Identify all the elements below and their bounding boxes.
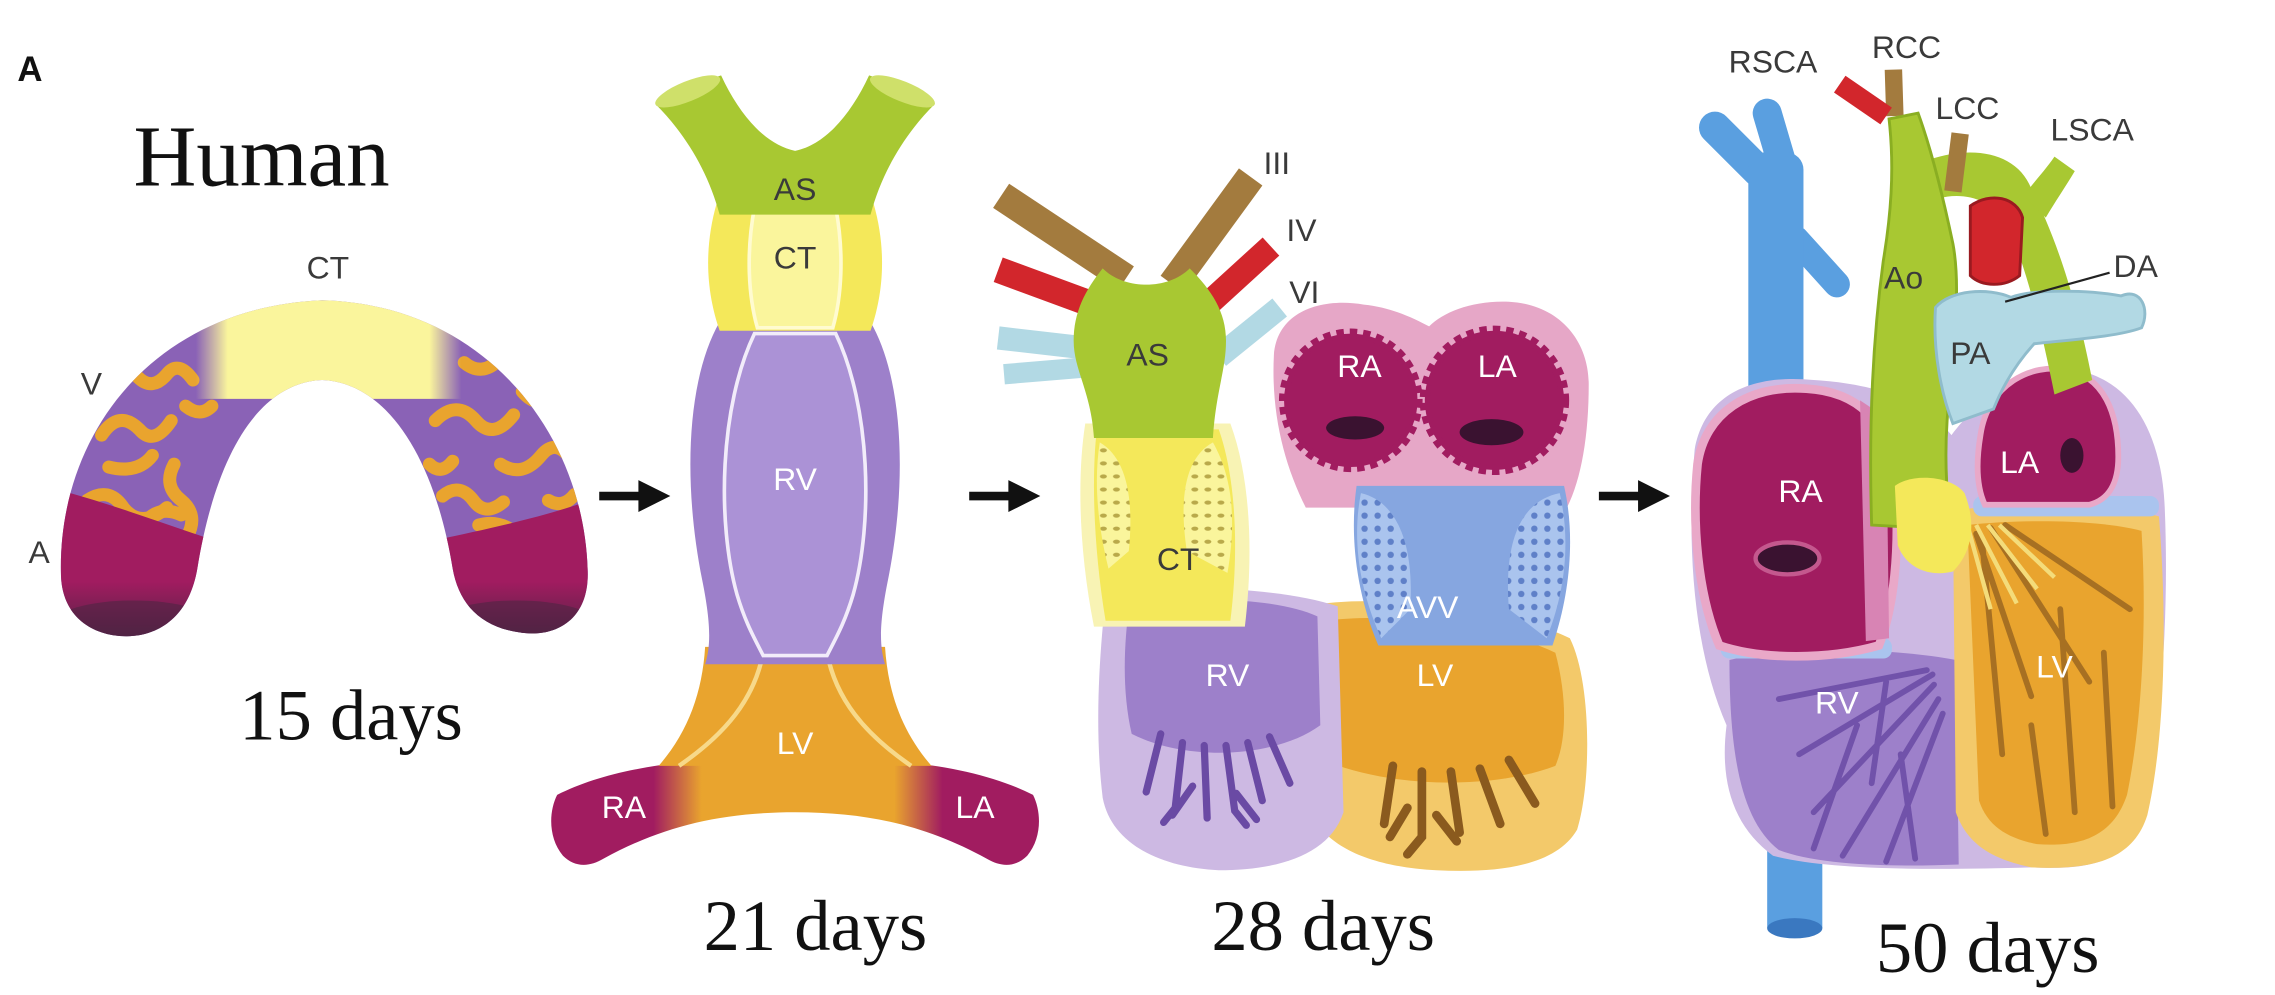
aortic-sac-right-opening (869, 75, 935, 108)
left-common-carotid (1944, 132, 1969, 193)
aortic-sac (655, 75, 935, 215)
label-ct: CT (774, 239, 817, 275)
right-common-carotid (1884, 69, 1904, 117)
label-ra: RA (602, 789, 647, 825)
lv-trabeculae (1379, 755, 1540, 859)
pulmonary-artery (1933, 289, 2147, 426)
superior-vena-cava (1748, 152, 1804, 428)
stage-50-days: RSCA RCC LCC LSCA DA Ao PA RA LA RV LV 5… (1691, 29, 2166, 988)
left-atrium-opening (1459, 419, 1524, 446)
aortic-sac-left-opening (655, 75, 721, 108)
left-ventricle (1323, 617, 1565, 783)
left-ventricle (658, 646, 932, 766)
label-ct: CT (307, 249, 350, 285)
conotruncus-region (195, 300, 462, 399)
rv-trabeculae (1142, 730, 1294, 829)
avv-cushion-left (1357, 493, 1411, 639)
right-atrium (1691, 383, 1902, 661)
stage-15-days: CT V A 15 days (29, 249, 588, 756)
label-lv: LV (1417, 657, 1454, 693)
ct-cushion-right (1183, 442, 1233, 573)
label-lcc: LCC (1935, 90, 1999, 126)
age-label: 50 days (1876, 907, 2100, 988)
age-label: 21 days (704, 885, 928, 966)
species-label: Human (133, 108, 389, 205)
tube-regions (60, 300, 588, 637)
label-la: LA (955, 789, 995, 825)
arch-artery-iii-left (993, 183, 1134, 291)
label-avv: AVV (1397, 589, 1459, 625)
label-pa: PA (1950, 335, 1991, 371)
arch-artery-vi-right (1211, 298, 1287, 366)
arrow-right-icon (1598, 480, 1670, 513)
label-ao: Ao (1884, 260, 1923, 296)
age-label: 28 days (1211, 885, 1435, 966)
right-subclavian-artery (1833, 75, 1892, 125)
label-v: V (81, 366, 103, 402)
ct-cushion-left (1096, 442, 1131, 569)
lv-lumen-lines (677, 652, 913, 768)
label-as: AS (774, 171, 817, 207)
inferior-vena-cava-opening (1767, 918, 1823, 939)
shadow-right (436, 600, 588, 637)
label-as: AS (1126, 337, 1169, 373)
arch-artery-iii-right (1160, 168, 1263, 293)
age-label: 15 days (239, 675, 463, 756)
label-rcc: RCC (1872, 29, 1941, 65)
label-ra: RA (1337, 348, 1382, 384)
arch-artery-iv-right (1195, 237, 1280, 317)
label-rv: RV (1815, 685, 1859, 721)
conotruncus-lumen (747, 205, 843, 330)
label-iii: III (1263, 145, 1290, 181)
right-atrium-opening (1326, 416, 1385, 440)
shadow-left (60, 600, 214, 637)
stage-28-days: III IV VI AS RA LA CT AVV RV LV 28 days (993, 145, 1589, 966)
left-atrium (1419, 325, 1570, 476)
outflow-conus (1894, 477, 1972, 574)
label-vi: VI (1289, 274, 1319, 310)
label-rv: RV (1206, 657, 1250, 693)
label-ct: CT (1157, 541, 1200, 577)
label-ra: RA (1778, 473, 1823, 509)
label-a: A (29, 534, 51, 570)
da-leader-line (2004, 271, 2110, 303)
arrow-right-icon (969, 480, 1041, 513)
label-lsca: LSCA (2051, 112, 2135, 148)
aortic-sac (1073, 268, 1227, 439)
avv-cushion-right (1507, 493, 1566, 639)
lv-trabeculae (1973, 522, 2133, 837)
label-iv: IV (1286, 212, 1317, 248)
label-lv: LV (777, 725, 814, 761)
left-ventricle (1967, 521, 2144, 845)
rv-lumen (722, 331, 868, 658)
label-la: LA (1478, 348, 1518, 384)
ascending-aorta (1869, 111, 1959, 531)
right-ventricle (1124, 600, 1321, 753)
left-subclavian-artery (2023, 156, 2075, 218)
ductus-arteriosus (1968, 196, 2025, 286)
label-rv: RV (773, 461, 817, 497)
right-atrium (1278, 328, 1423, 473)
rv-trabeculae (1775, 667, 1946, 865)
left-atrium (1974, 365, 2122, 508)
stage-21-days: AS CT RV LV RA LA 21 days (551, 75, 1039, 966)
panel-label: A (17, 50, 42, 89)
label-da: DA (2114, 248, 2159, 284)
label-la: LA (2000, 444, 2040, 480)
label-lv: LV (2036, 648, 2073, 684)
inflow-arch (551, 757, 1039, 865)
left-atrium-opening (2060, 438, 2084, 473)
arrow-right-icon (599, 480, 671, 513)
label-rsca: RSCA (1729, 44, 1818, 80)
chordae-tendineae (1965, 523, 2056, 610)
right-atrium-opening (1753, 540, 1822, 577)
